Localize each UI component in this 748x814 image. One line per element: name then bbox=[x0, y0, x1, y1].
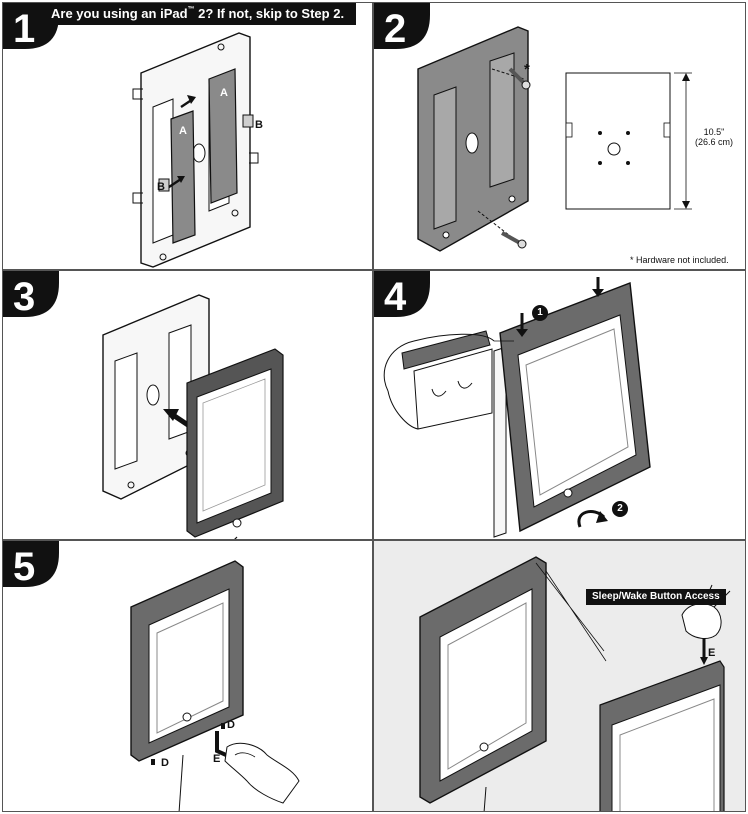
hardware-footnote: * Hardware not included. bbox=[630, 255, 729, 265]
step-4-illustration bbox=[383, 277, 651, 538]
step-1-panel: Are you using an iPad™ 2? If not, skip t… bbox=[2, 2, 373, 270]
label-b-right: B bbox=[255, 119, 263, 131]
label-e-inset: E bbox=[708, 647, 716, 659]
step-4-number: 4 bbox=[384, 275, 407, 319]
step-3-number: 3 bbox=[13, 275, 36, 319]
step-3-tab bbox=[3, 271, 59, 322]
step-4-panel: 4 1 2 bbox=[373, 270, 746, 540]
step-1-number: 1 bbox=[13, 7, 36, 51]
step-4-badge-1: 1 bbox=[532, 305, 548, 321]
step-3-panel: 3 bbox=[2, 270, 373, 540]
step-5-number: 5 bbox=[13, 545, 36, 589]
step-5-tab bbox=[3, 541, 59, 592]
step-4-tab bbox=[374, 271, 430, 322]
label-a-left: A bbox=[179, 125, 187, 137]
step-2-panel: 2 * 10.5" (26.6 cm) * Hardware not inclu… bbox=[373, 2, 746, 270]
sleep-wake-illustration bbox=[419, 556, 731, 811]
label-e: E bbox=[213, 753, 221, 765]
label-a-right: A bbox=[220, 87, 228, 99]
step-1-instruction: Are you using an iPad™ 2? If not, skip t… bbox=[3, 3, 357, 25]
sleep-wake-panel: Sleep/Wake Button Access E bbox=[373, 540, 746, 812]
label-d-bottom: D bbox=[161, 757, 169, 769]
hardware-asterisk: * bbox=[524, 61, 530, 78]
step-5-panel: 5 D D E bbox=[2, 540, 373, 812]
label-d-right: D bbox=[227, 719, 235, 731]
label-b-left: B bbox=[157, 181, 165, 193]
dimension-cm: (26.6 cm) bbox=[694, 137, 733, 147]
step-2-number: 2 bbox=[384, 7, 407, 51]
step-2-illustration bbox=[417, 26, 692, 252]
step-4-badge-2: 2 bbox=[612, 501, 628, 517]
step-3-illustration bbox=[102, 294, 284, 539]
sleep-wake-callout: Sleep/Wake Button Access bbox=[586, 589, 726, 605]
step-5-illustration bbox=[130, 560, 300, 811]
step-2-tab bbox=[374, 3, 430, 54]
step-1-illustration bbox=[132, 32, 259, 268]
dimension-inches: 10.5" bbox=[703, 127, 725, 137]
